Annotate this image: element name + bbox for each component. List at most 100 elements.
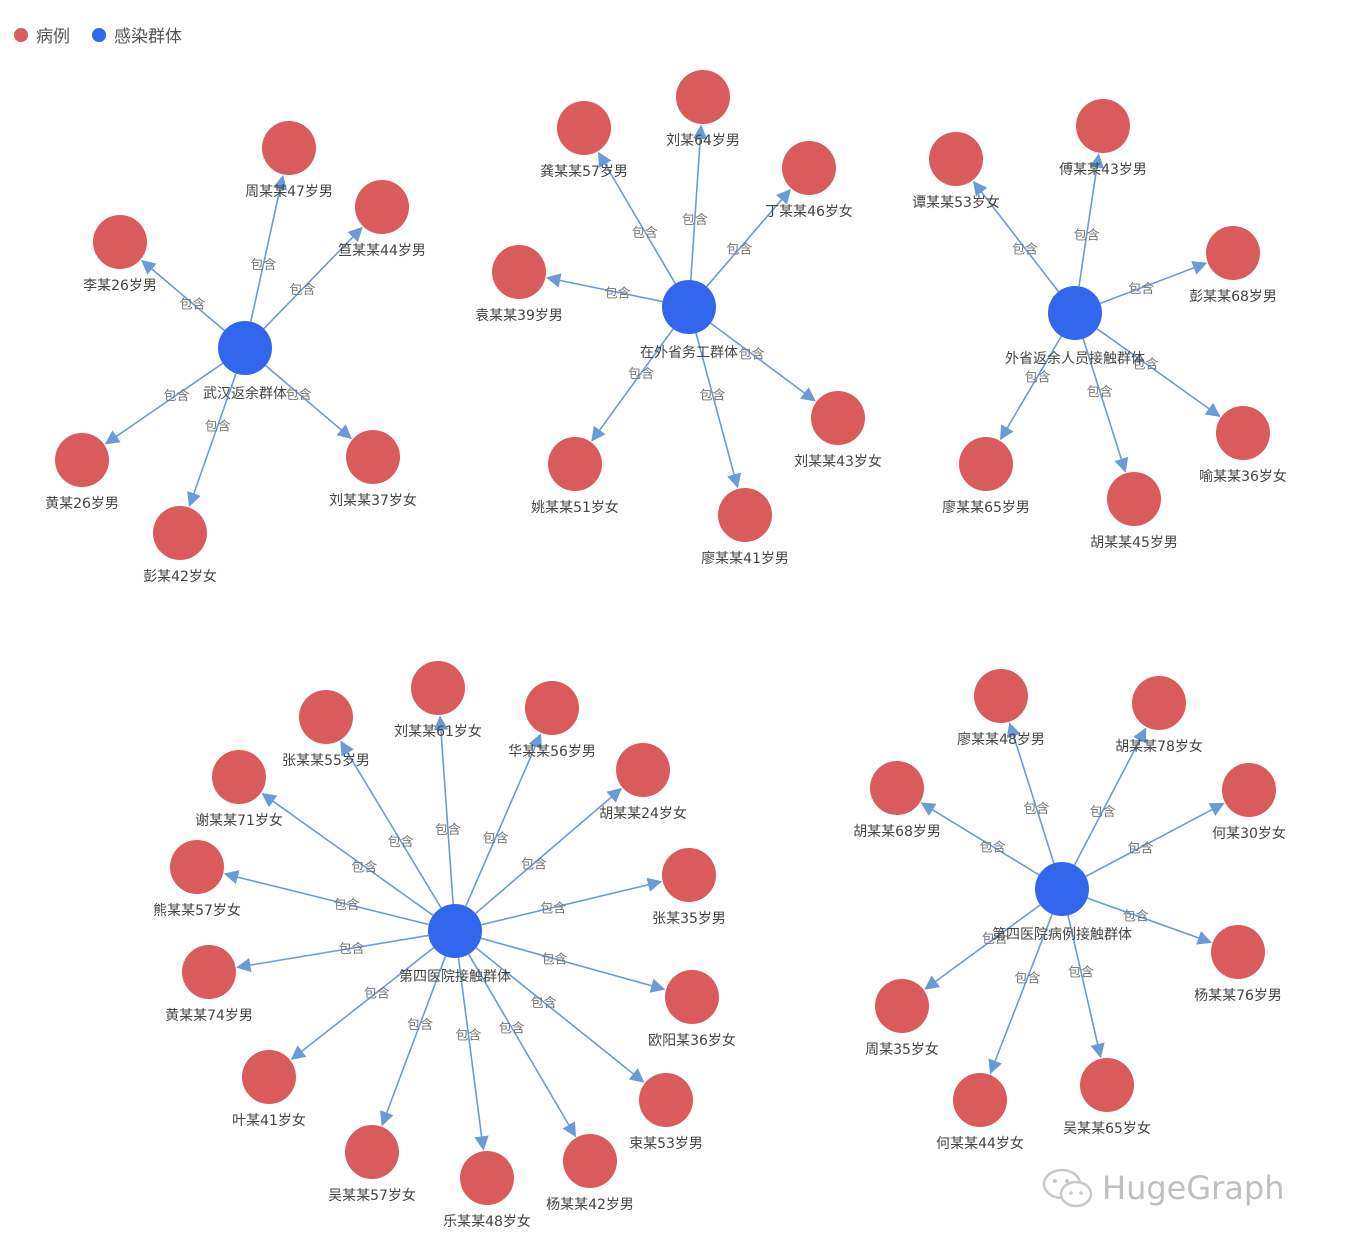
case-node[interactable] bbox=[93, 215, 147, 269]
case-node[interactable] bbox=[1132, 676, 1186, 730]
edge-label: 包含 bbox=[632, 225, 658, 241]
case-node-label: 黄某26岁男 bbox=[45, 495, 119, 512]
case-node-label: 刘某某43岁女 bbox=[794, 453, 882, 470]
case-node[interactable] bbox=[811, 391, 865, 445]
case-node-label: 周某某47岁男 bbox=[245, 184, 333, 200]
case-node[interactable] bbox=[170, 840, 224, 894]
case-node[interactable] bbox=[212, 750, 266, 804]
case-node-label: 姚某某51岁女 bbox=[531, 499, 619, 516]
case-node-label: 廖某某65岁男 bbox=[942, 499, 1030, 516]
edge-label: 包含 bbox=[407, 1017, 433, 1033]
case-node-label: 谢某某71岁女 bbox=[195, 812, 283, 829]
edge bbox=[972, 180, 1060, 293]
case-node-label: 胡某某45岁男 bbox=[1090, 535, 1178, 551]
edge-label: 包含 bbox=[739, 347, 765, 363]
edge-label: 包含 bbox=[1068, 964, 1094, 980]
case-node[interactable] bbox=[959, 437, 1013, 491]
case-node-label: 杨某某76岁男 bbox=[1194, 988, 1282, 1004]
case-node[interactable] bbox=[1107, 472, 1161, 526]
case-node[interactable] bbox=[525, 681, 579, 735]
edge bbox=[187, 373, 237, 507]
case-node[interactable] bbox=[153, 506, 207, 560]
case-node[interactable] bbox=[1211, 925, 1265, 979]
case-node-label: 胡某某24岁女 bbox=[599, 805, 687, 822]
group-node[interactable] bbox=[1048, 286, 1102, 340]
edge bbox=[481, 877, 663, 926]
group-node-label: 外省返余人员接触群体 bbox=[1005, 350, 1145, 367]
case-node[interactable] bbox=[346, 430, 400, 484]
case-node[interactable] bbox=[870, 761, 924, 815]
edge-label: 包含 bbox=[499, 1021, 525, 1037]
case-node[interactable] bbox=[639, 1073, 693, 1127]
edge-label: 包含 bbox=[334, 897, 360, 913]
group-node[interactable] bbox=[218, 321, 272, 375]
edge bbox=[1096, 328, 1221, 417]
edge-label: 包含 bbox=[1133, 356, 1159, 372]
legend-item-group[interactable]: 感染群体 bbox=[92, 22, 182, 47]
case-node[interactable] bbox=[616, 743, 670, 797]
case-node[interactable] bbox=[1222, 763, 1276, 817]
case-node-label: 廖某某41岁男 bbox=[701, 550, 789, 567]
case-node[interactable] bbox=[782, 141, 836, 195]
edge bbox=[1078, 153, 1104, 287]
edge-label: 包含 bbox=[521, 856, 547, 872]
case-node[interactable] bbox=[1206, 226, 1260, 280]
case-node[interactable] bbox=[355, 180, 409, 234]
group-node[interactable] bbox=[428, 904, 482, 958]
group-node[interactable] bbox=[662, 280, 716, 334]
case-node[interactable] bbox=[1080, 1058, 1134, 1112]
case-node[interactable] bbox=[1076, 99, 1130, 153]
case-node[interactable] bbox=[548, 437, 602, 491]
edge-label: 包含 bbox=[726, 242, 752, 258]
nodes-layer: 周某某47岁男笪某某44岁男李某26岁男黄某26岁男彭某42岁女刘某某37岁女武… bbox=[45, 70, 1287, 1230]
edge bbox=[695, 332, 742, 489]
case-node[interactable] bbox=[953, 1073, 1007, 1127]
case-node[interactable] bbox=[1216, 406, 1270, 460]
case-node[interactable] bbox=[492, 245, 546, 299]
case-node[interactable] bbox=[345, 1125, 399, 1179]
edge-label: 包含 bbox=[542, 952, 568, 968]
case-node[interactable] bbox=[974, 669, 1028, 723]
case-node-label: 何某某44岁女 bbox=[936, 1135, 1024, 1152]
case-node[interactable] bbox=[182, 945, 236, 999]
case-node-label: 丁某某46岁女 bbox=[765, 203, 853, 220]
edge-label: 包含 bbox=[364, 985, 390, 1001]
case-node[interactable] bbox=[55, 433, 109, 487]
case-node[interactable] bbox=[299, 690, 353, 744]
edge bbox=[1082, 338, 1129, 473]
case-node[interactable] bbox=[662, 848, 716, 902]
edge bbox=[480, 937, 666, 993]
case-node[interactable] bbox=[460, 1151, 514, 1205]
watermark: HugeGraph bbox=[1040, 1166, 1285, 1210]
edge-label: 包含 bbox=[1074, 227, 1100, 243]
edge bbox=[1085, 802, 1225, 878]
case-node[interactable] bbox=[563, 1134, 617, 1188]
edge-label: 包含 bbox=[1128, 281, 1154, 297]
legend-label-group: 感染群体 bbox=[114, 27, 182, 47]
legend-dot-case bbox=[14, 27, 28, 42]
edge-label: 包含 bbox=[1123, 908, 1149, 924]
case-node[interactable] bbox=[242, 1050, 296, 1104]
case-node[interactable] bbox=[875, 979, 929, 1033]
edge-label: 包含 bbox=[290, 282, 316, 298]
case-node-label: 周某35岁女 bbox=[865, 1041, 939, 1058]
case-node[interactable] bbox=[676, 70, 730, 124]
edge-label: 包含 bbox=[1128, 840, 1154, 856]
legend-item-case[interactable]: 病例 bbox=[14, 22, 70, 47]
edge-label: 包含 bbox=[435, 822, 461, 838]
case-node-label: 乐某某48岁女 bbox=[443, 1213, 531, 1230]
group-node[interactable] bbox=[1035, 862, 1089, 916]
edge bbox=[104, 362, 224, 445]
case-node[interactable] bbox=[411, 661, 465, 715]
case-node[interactable] bbox=[557, 101, 611, 155]
case-node-label: 何某30岁女 bbox=[1212, 825, 1286, 842]
case-node-label: 华某某56岁男 bbox=[508, 744, 596, 760]
case-node[interactable] bbox=[665, 970, 719, 1024]
case-node[interactable] bbox=[929, 132, 983, 186]
case-node[interactable] bbox=[718, 488, 772, 542]
case-node[interactable] bbox=[262, 121, 316, 175]
edge bbox=[1006, 722, 1055, 864]
case-node-label: 吴某某57岁女 bbox=[328, 1187, 416, 1204]
edge-label: 包含 bbox=[1015, 971, 1041, 987]
edge bbox=[263, 226, 363, 330]
